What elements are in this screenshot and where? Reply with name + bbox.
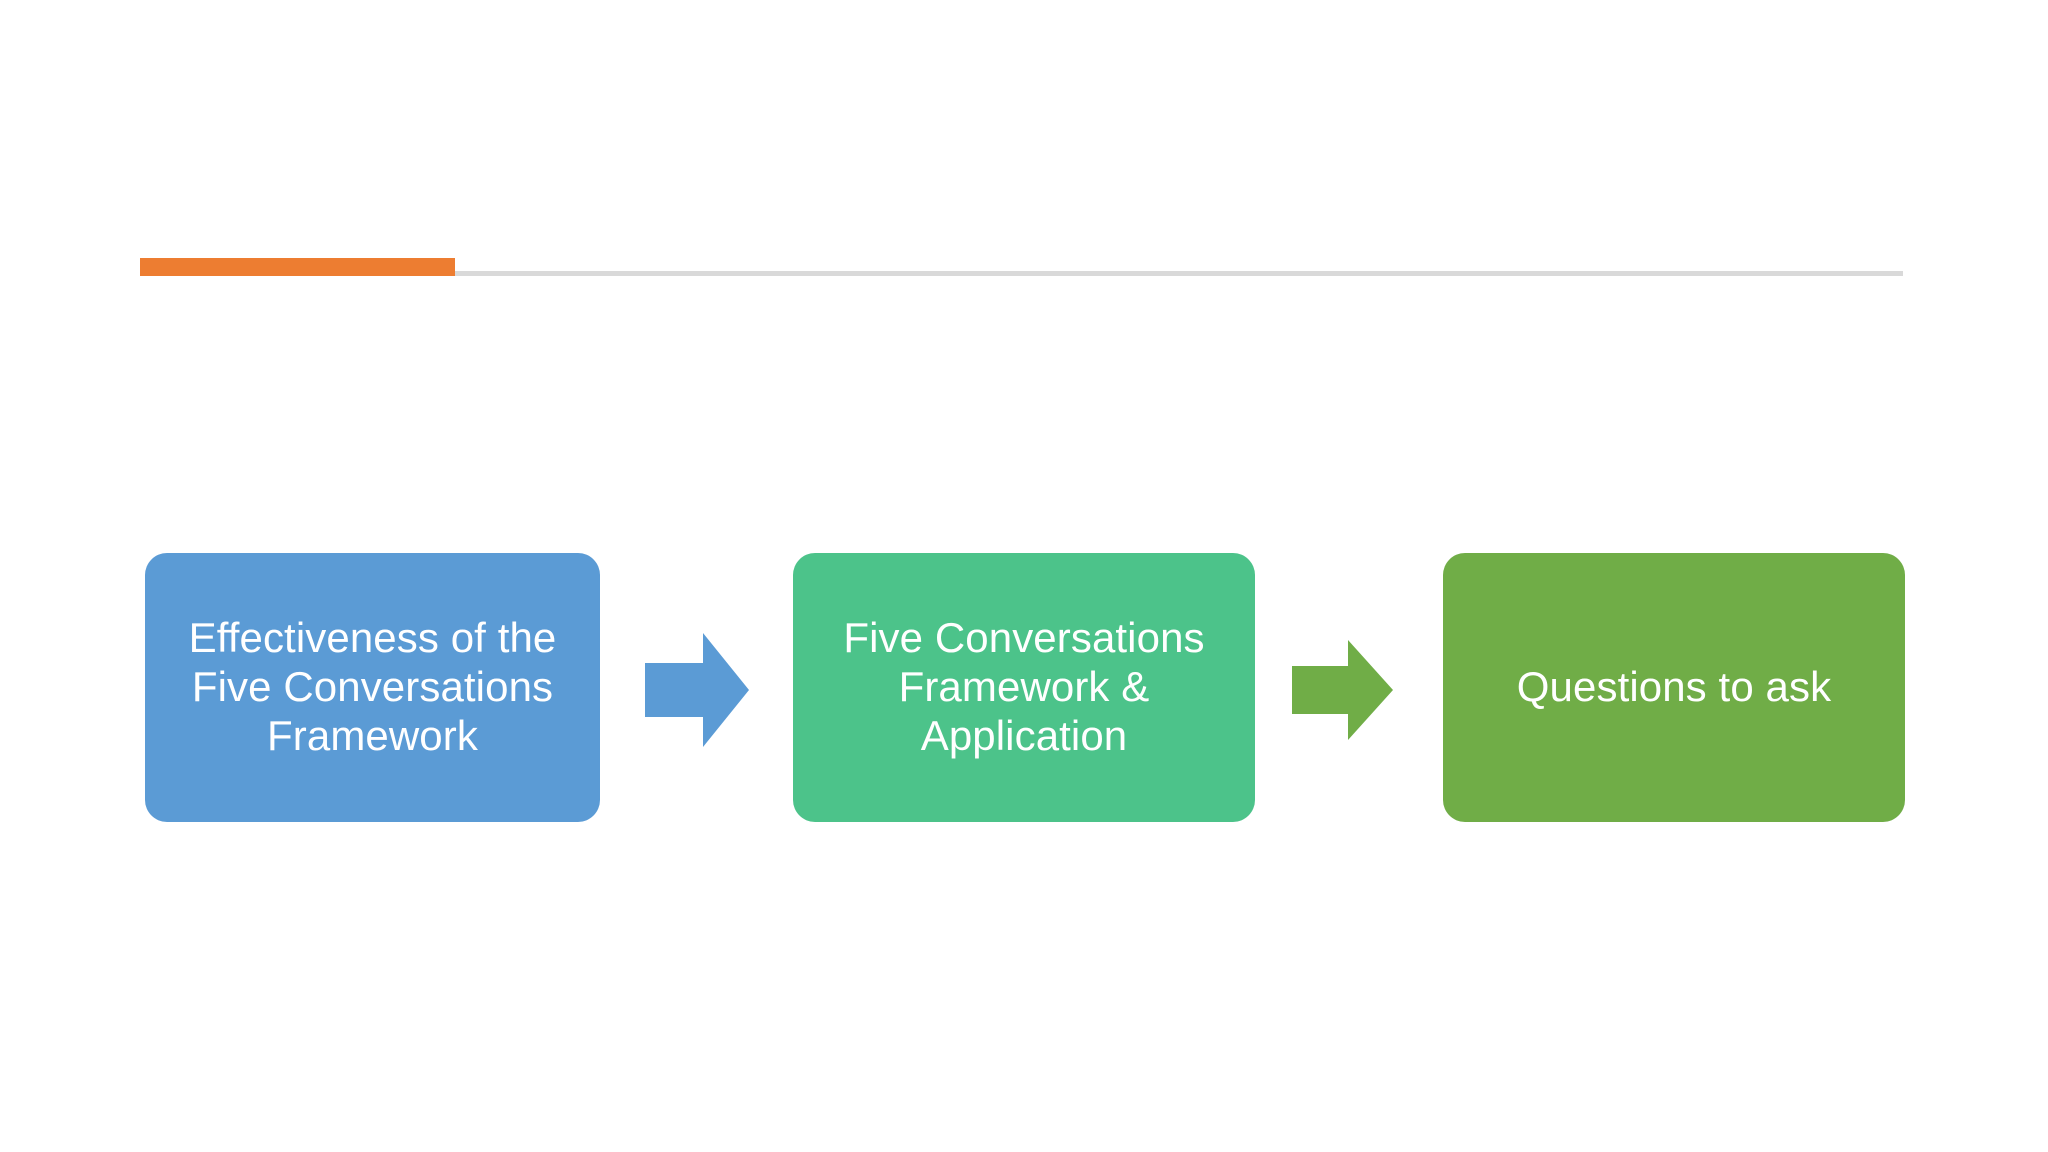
right-block-arrow-icon (1292, 640, 1393, 740)
process-node-2[interactable]: Five Conversations Framework & Applicati… (793, 553, 1255, 822)
header-divider-line (455, 271, 1903, 276)
process-node-2-label: Five Conversations Framework & Applicati… (843, 614, 1205, 759)
page-title (140, 70, 1900, 245)
process-chain: Effectiveness of the Five Conversations … (0, 553, 2048, 823)
process-node-1-label: Effectiveness of the Five Conversations … (188, 614, 557, 759)
header-accent-bar (140, 258, 455, 276)
right-block-arrow-icon (645, 633, 749, 747)
header-rule (140, 258, 1903, 276)
process-node-1[interactable]: Effectiveness of the Five Conversations … (145, 553, 600, 822)
process-node-3-label: Questions to ask (1516, 663, 1832, 711)
process-node-3[interactable]: Questions to ask (1443, 553, 1905, 822)
